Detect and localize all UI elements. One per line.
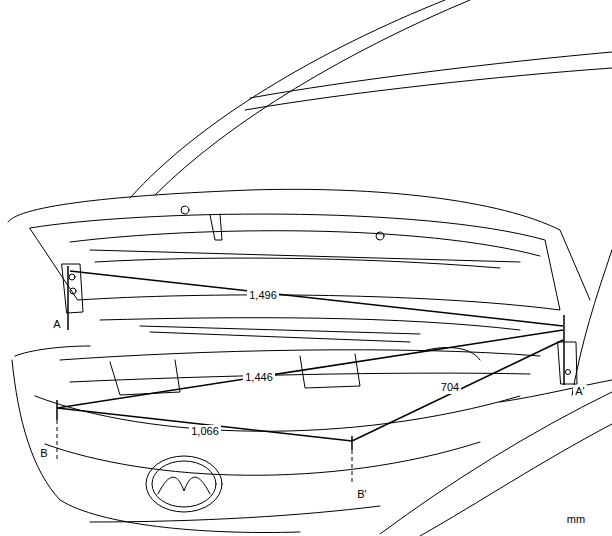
drawing-line — [67, 266, 69, 330]
drawing-line — [500, 380, 612, 402]
point-label: B' — [355, 488, 368, 501]
drawing-line — [70, 288, 76, 294]
dimension-value: 704 — [439, 381, 461, 394]
drawing-line — [146, 456, 222, 512]
drawing-line — [300, 354, 360, 388]
drawing-line — [181, 206, 189, 214]
drawing-line — [12, 360, 300, 533]
drawing-line — [69, 274, 75, 280]
drawing-line — [250, 52, 612, 98]
drawing-line — [95, 258, 500, 268]
drawing-line — [70, 271, 563, 326]
drawing-line — [352, 450, 353, 482]
drawing-line — [572, 250, 612, 395]
drawing-line — [15, 346, 90, 356]
point-label: B — [38, 447, 49, 460]
drawing-line — [57, 266, 564, 450]
dimension-value: 1,496 — [247, 289, 279, 302]
drawing-line — [57, 420, 58, 462]
drawing-line — [566, 370, 571, 375]
drawing-line — [351, 436, 353, 450]
drawing-line — [57, 420, 352, 482]
drawing-line — [376, 232, 384, 240]
drawing-line — [420, 347, 480, 360]
drawing-line — [57, 408, 352, 441]
dimension-value: 1,446 — [243, 371, 275, 384]
point-label: A' — [573, 385, 586, 398]
drawing-line — [8, 189, 590, 300]
drawing-line — [152, 461, 216, 507]
drawing-line — [158, 477, 210, 494]
drawing-line — [352, 340, 563, 441]
drawing-line — [100, 318, 520, 330]
dimension-value: 1,066 — [189, 425, 221, 438]
drawing-line — [90, 250, 520, 262]
drawing-line — [420, 424, 612, 536]
point-label: A — [51, 318, 62, 331]
drawing-line — [155, 0, 470, 195]
drawing-line — [45, 442, 480, 475]
drawing-line — [90, 506, 380, 522]
drawing-line — [8, 0, 612, 536]
unit-label: mm — [565, 513, 587, 526]
drawing-line — [70, 231, 540, 256]
drawing-line — [110, 360, 180, 395]
drawing-line — [558, 342, 577, 384]
drawing-line — [150, 332, 410, 342]
drawing-line — [380, 392, 612, 534]
drawing-line — [563, 315, 565, 385]
drawing-line — [210, 214, 222, 240]
drawing-line — [245, 68, 612, 110]
drawing-line — [130, 0, 445, 198]
drawing-line — [56, 400, 58, 420]
drawing-line — [57, 330, 563, 408]
